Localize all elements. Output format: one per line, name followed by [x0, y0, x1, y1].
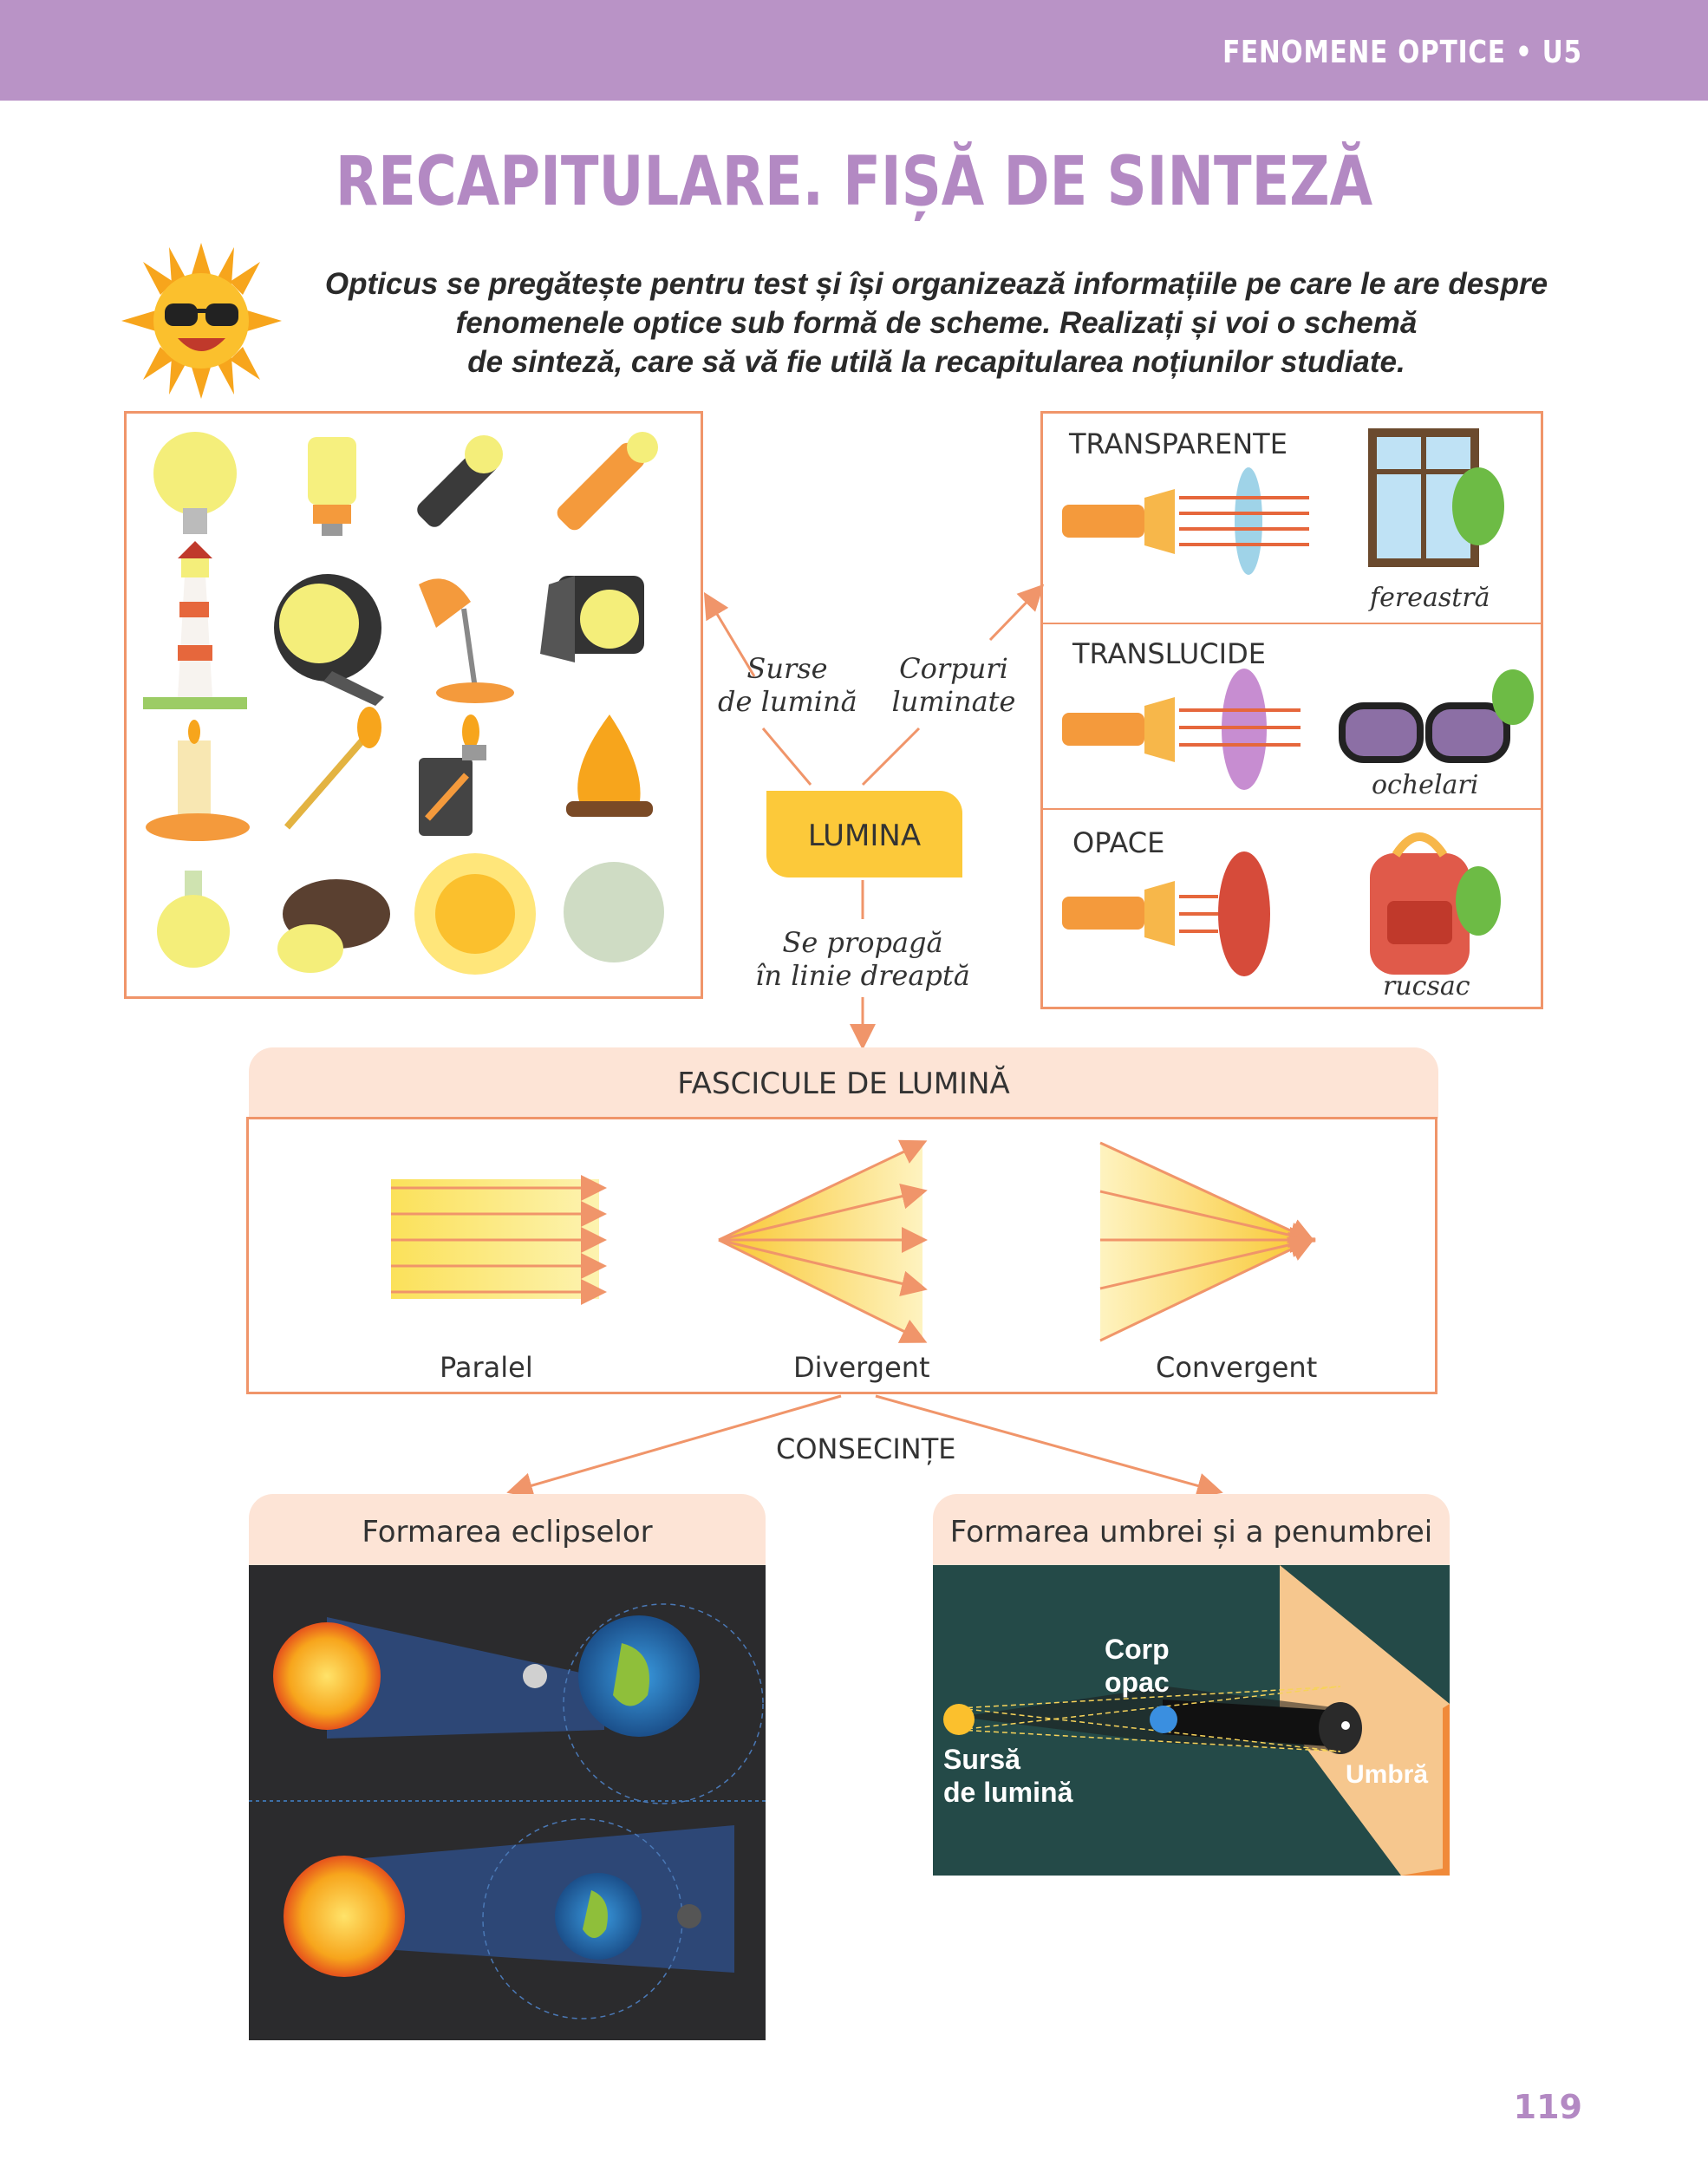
light-sources-box: [124, 411, 703, 999]
glasses-label: ochelari: [1372, 770, 1479, 800]
propagation-label-line-1: Se propagă: [782, 926, 943, 959]
header-bar: [0, 0, 1708, 101]
flashlight-translucent-icon: [1062, 669, 1301, 790]
stage-light-icon: [540, 576, 644, 662]
light-bulb-icon: [153, 432, 237, 534]
backpack-label: rucsac: [1383, 971, 1470, 1001]
desk-lamp-icon: [419, 578, 514, 703]
shadow-tab: [933, 1494, 1450, 1565]
sun-icon: [414, 853, 536, 975]
cfl-bulb-icon: [308, 437, 356, 536]
lit-bodies-label-line-2: luminate: [891, 685, 1016, 718]
lumina-box: [766, 791, 962, 877]
bodies-illustrations: [1062, 428, 1534, 976]
moon-icon: [564, 862, 664, 962]
lunar-eclipse-icon: [284, 1818, 734, 2019]
shadow-cone-icon: [958, 1686, 1362, 1754]
opaque-body-label-line-2: opac: [1105, 1667, 1170, 1698]
beams-title: FASCICULE DE LUMINĂ: [677, 1067, 1010, 1101]
eclipses-illustration: [249, 1565, 766, 2040]
intro-text: Opticus se pregătește pentru test și își…: [312, 264, 1561, 382]
divergent-beam-icon: [718, 1139, 928, 1343]
beams-tab: [249, 1047, 1438, 1119]
light-source-icon: [943, 1704, 975, 1735]
divider-2: [1043, 808, 1541, 810]
lit-bodies-label-line-1: Corpuri: [899, 652, 1008, 685]
beams-diagrams: [391, 1139, 1316, 1343]
flashlight-transparent-icon: [1062, 467, 1309, 575]
sun-mascot-icon: [121, 243, 282, 399]
parallel-label: Paralel: [440, 1351, 533, 1384]
window-label: fereastră: [1370, 583, 1490, 613]
opaque-body-icon: [1150, 1706, 1177, 1733]
page-title: RECAPITULARE. FIȘĂ DE SINTEZĂ: [335, 143, 1373, 221]
flashlight-icon: [417, 435, 503, 527]
intro-line-1: Opticus se pregătește pentru test și își…: [324, 267, 1548, 301]
section-label: FENOMENE OPTICE • U5: [1222, 35, 1582, 70]
lighter-icon: [419, 714, 486, 836]
consequences-label: CONSECINȚE: [776, 1432, 956, 1465]
eclipses-title: Formarea eclipselor: [362, 1515, 653, 1549]
transparent-title: TRANSPARENTE: [1069, 427, 1288, 460]
spotlight-icon: [274, 574, 384, 706]
sources-label: Surse de lumină: [718, 652, 857, 718]
sources-label-line-1: Surse: [746, 652, 828, 685]
shadow-title: Formarea umbrei și a penumbrei: [949, 1515, 1433, 1549]
candle-icon: [146, 720, 250, 841]
light-source-label-line-1: Sursă: [943, 1744, 1020, 1775]
lit-bodies-label: Corpuri luminate: [889, 652, 1019, 718]
divergent-label: Divergent: [793, 1351, 930, 1384]
lumina-label: LUMINA: [807, 819, 922, 853]
propagation-label: Se propagă în linie dreaptă: [746, 926, 980, 992]
translucent-title: TRANSLUCIDE: [1072, 637, 1266, 670]
screen-icon: [1280, 1565, 1450, 1876]
bodies-box: [1040, 411, 1543, 1009]
convergent-beam-icon: [1099, 1141, 1316, 1342]
parallel-beam-icon: [391, 1175, 607, 1305]
eclipses-tab: [249, 1494, 766, 1565]
glasses-icon: [1339, 669, 1534, 763]
propagation-label-line-2: în linie dreaptă: [755, 959, 970, 992]
light-source-label-line-2: de lumină: [943, 1777, 1073, 1808]
solar-eclipse-icon: [273, 1603, 764, 1804]
shadow-illustration: [933, 1565, 1450, 1876]
intro-line-3: de sinteză, care să vă fie utilă la reca…: [467, 345, 1405, 379]
page-number: 119: [1513, 2088, 1582, 2126]
lighthouse-icon: [143, 541, 247, 709]
shadow-point-icon: [1341, 1721, 1350, 1730]
light-sources-icons: [143, 432, 664, 975]
flashlight-opaque-icon: [1062, 851, 1270, 976]
campfire-icon: [566, 714, 653, 817]
opaque-body-label: Corp opac: [1105, 1633, 1170, 1699]
flask-icon: [157, 871, 230, 968]
opaque-title: OPACE: [1072, 826, 1165, 859]
divider-1: [1043, 623, 1541, 624]
match-icon: [284, 707, 381, 830]
beams-box: [246, 1117, 1437, 1394]
light-source-label: Sursă de lumină: [943, 1743, 1072, 1809]
sources-label-line-2: de lumină: [718, 685, 857, 718]
opaque-body-label-line-1: Corp: [1105, 1634, 1170, 1665]
intro-line-2: fenomenele optice sub formă de scheme. R…: [455, 306, 1418, 340]
backpack-icon: [1370, 832, 1501, 975]
shadow-label: Umbră: [1346, 1760, 1429, 1789]
convergent-label: Convergent: [1156, 1351, 1318, 1384]
window-icon: [1368, 428, 1504, 567]
firefly-icon: [277, 879, 390, 973]
torch-orange-icon: [557, 432, 658, 531]
